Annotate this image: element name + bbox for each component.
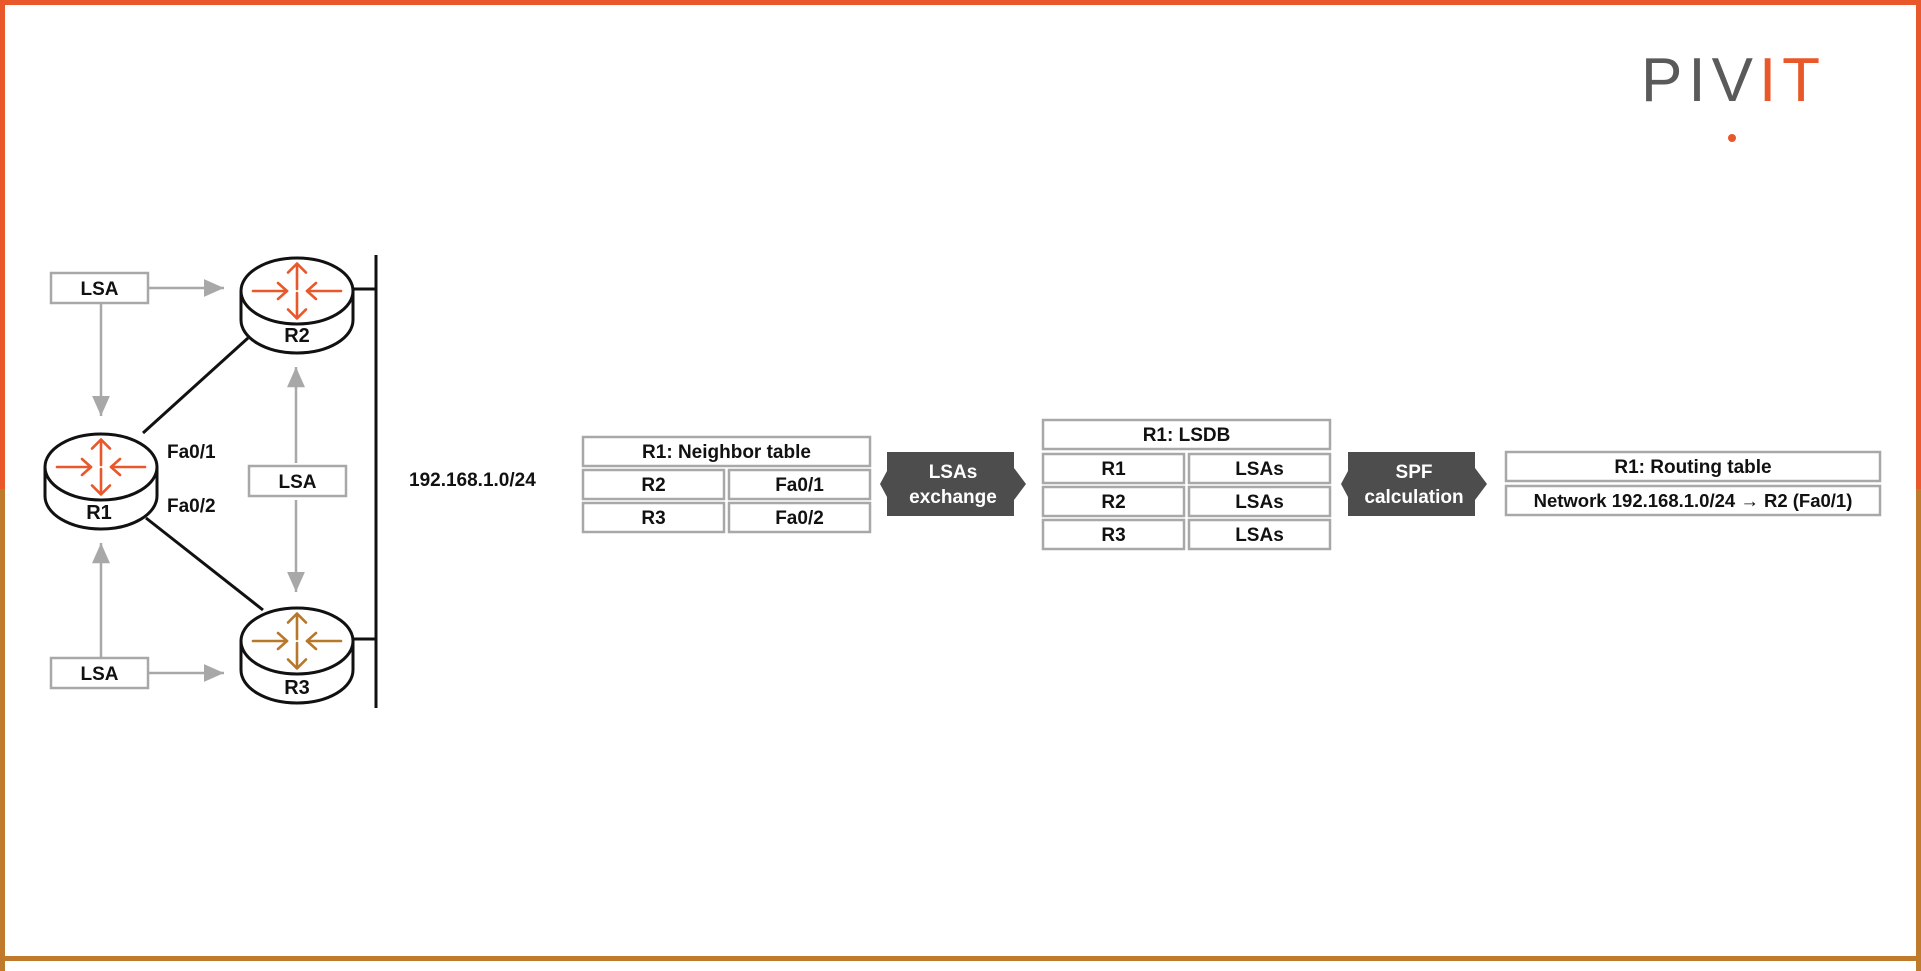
frame-right-lower [1916, 489, 1921, 971]
step-spf-calculation: SPF calculation [1341, 452, 1487, 516]
logo-dot-icon [1728, 134, 1736, 142]
frame-left-lower [0, 489, 5, 971]
neighbor-row-router: R3 [641, 508, 665, 529]
router-r1-icon [43, 432, 159, 531]
ospf-diagram: PIVIT LSA LSA LSA [43, 46, 1882, 708]
lsa-bottom-label: LSA [81, 664, 119, 685]
step-lsas-exchange: LSAs exchange [880, 452, 1026, 516]
step2-line1: SPF [1396, 462, 1433, 483]
router-r2-arrows-icon [251, 262, 343, 320]
link-r1-r3 [145, 516, 264, 612]
step1-line2: exchange [909, 487, 997, 508]
logo-part1: PI [1641, 46, 1712, 115]
routing-table-title: R1: Routing table [1614, 457, 1771, 478]
router-r3-arrows-icon [251, 612, 343, 670]
lsdb-row-value: LSAs [1235, 525, 1284, 546]
router-r3-icon [239, 606, 355, 705]
lsdb-row-value: LSAs [1235, 492, 1284, 513]
neighbor-row-iface: Fa0/2 [775, 508, 824, 529]
lsa-middle-label: LSA [279, 472, 317, 493]
neighbor-table: R1: Neighbor table R2 Fa0/1 R3 Fa0/2 [581, 435, 872, 534]
router-r1-arrows-icon [55, 438, 147, 496]
network-label: 192.168.1.0/24 [409, 470, 536, 491]
pivit-logo: PIVIT [1641, 46, 1826, 142]
lsdb-row-value: LSAs [1235, 459, 1284, 480]
router-r2-icon [239, 256, 355, 355]
iface-fa01-label: Fa0/1 [167, 442, 216, 463]
lsa-box-bottom: LSA [49, 656, 150, 690]
neighbor-row-iface: Fa0/1 [775, 475, 824, 496]
iface-fa02-label: Fa0/2 [167, 496, 216, 517]
router-r3-label: R3 [284, 677, 310, 699]
lsdb-row-router: R3 [1101, 525, 1125, 546]
link-r1-r2 [141, 336, 250, 435]
step2-line2: calculation [1364, 487, 1463, 508]
lsa-top-label: LSA [81, 279, 119, 300]
routing-table-entry: Network 192.168.1.0/24 → R2 (Fa0/1) [1534, 490, 1853, 511]
neighbor-table-title: R1: Neighbor table [642, 442, 811, 463]
step1-line1: LSAs [929, 462, 978, 483]
logo-part3: IT [1759, 46, 1826, 115]
lsdb-row-router: R2 [1101, 492, 1125, 513]
router-r1-label: R1 [86, 502, 112, 524]
routing-table: R1: Routing table Network 192.168.1.0/24… [1504, 450, 1882, 517]
router-r2-label: R2 [284, 325, 310, 347]
neighbor-row-router: R2 [641, 475, 665, 496]
lsa-box-middle: LSA [247, 464, 348, 498]
svg-text:PIVIT: PIVIT [1641, 46, 1826, 115]
lsdb-table: R1: LSDB R1 LSAs R2 LSAs R3 LSAs [1041, 418, 1332, 551]
lsa-box-top: LSA [49, 271, 150, 305]
lsdb-row-router: R1 [1101, 459, 1126, 480]
logo-part2: V [1712, 46, 1759, 115]
lsdb-title: R1: LSDB [1143, 425, 1231, 446]
